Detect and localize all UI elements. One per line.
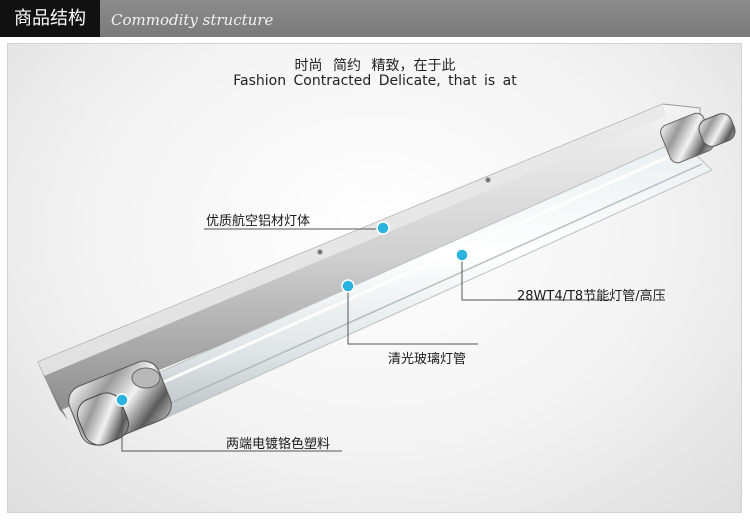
callout-label-glass: 清光玻璃灯管 (388, 352, 467, 367)
callout-dot-tube-spec (455, 248, 469, 262)
screw-hole (485, 177, 491, 183)
leader-line-tube-spec (461, 255, 612, 301)
header-bar: 商品结构 Commodity structure (0, 0, 750, 37)
callout-label-tube-spec: 28WT4/T8节能灯管/高压 (517, 289, 666, 304)
leader-line-glass (347, 286, 478, 345)
callout-dot-aluminum (376, 221, 390, 235)
screw-hole (317, 249, 323, 255)
tagline-cn: 时尚 简约 精致，在于此 (294, 58, 456, 74)
header-title-en: Commodity structure (111, 11, 274, 29)
aluminum-body (37, 103, 701, 420)
glass-tube (119, 139, 713, 426)
tagline-en: Fashion Contracted Delicate, that is at (233, 73, 517, 89)
callout-label-aluminum: 优质航空铝材灯体 (206, 214, 311, 229)
right-end-cap (660, 112, 736, 164)
callout-dot-glass (341, 279, 355, 293)
callout-dot-chrome (115, 393, 129, 407)
callout-label-chrome: 两端电镀铬色塑料 (226, 437, 331, 452)
header-title-cn: 商品结构 (0, 0, 100, 37)
leader-line-chrome (121, 400, 342, 452)
